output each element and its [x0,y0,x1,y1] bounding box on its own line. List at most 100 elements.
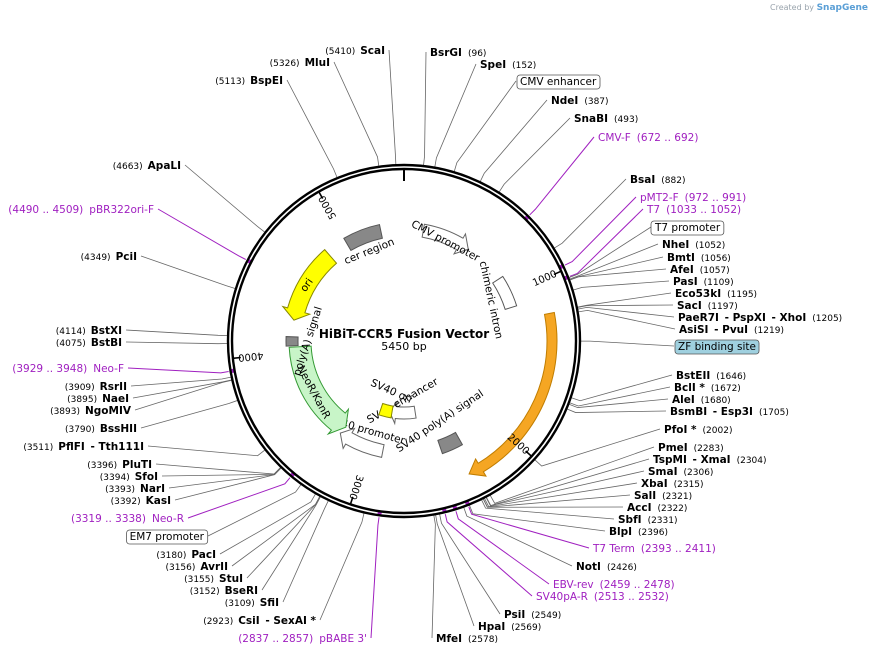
site-name-text: PfoI * [664,424,697,436]
label-zf: ZF binding site [678,341,756,353]
label-site: (3396)PluTI [87,459,152,471]
leader-line [434,63,477,168]
leader-line [572,280,670,291]
leader-line [483,482,638,508]
label-site: (3909)RsrII [65,381,127,393]
label-site: BsmBI - Esp3I(1705) [670,406,789,418]
primer-mark [442,508,447,512]
primer-mark [464,501,470,505]
snapgene-logo: SnapGene [816,3,868,13]
label-site: TspMI - XmaI(2304) [653,454,767,466]
site-name-text: - [710,324,722,336]
label-primer: pMT2-F(972 .. 991) [640,192,746,204]
site-name-text: BstBI [91,337,122,349]
site-name-text: NaeI [102,393,129,405]
label-boxed: CMV enhancer [520,76,597,88]
primer-text: (672 .. 692) [637,132,699,144]
leader-line [431,514,436,639]
primer-text: Neo-R [152,513,184,525]
feature-arc [468,311,558,477]
site-name-text: AleI [672,394,695,406]
label-site: (5113)BspEI [215,75,283,87]
label-site: (3156)AvrII [165,561,228,573]
label-site: (3790)BssHII [65,423,137,435]
leader-line [569,208,644,277]
site-name-text: MluI [305,57,330,69]
feature-arc [492,275,518,311]
site-pos-text: (2396) [638,528,668,538]
site-name-text: XmaI [701,454,731,466]
leader-line [127,367,229,374]
site-name-text: SexAI * [273,615,316,627]
primer-mark [377,511,382,515]
leader-line [147,445,266,457]
site-pos-text: (3155) [184,575,214,585]
tick-label: 1000 [531,269,559,289]
tick-mark [349,496,354,505]
label-site: (4114)BstXI [56,325,122,337]
site-pos-text: (3180) [156,551,186,561]
site-pos-text: (3790) [65,425,95,435]
leader-line [455,511,550,585]
feature-ori: ori [281,248,338,321]
label-site: (3152)BseRI [190,585,258,597]
site-pos-text: (2549) [531,611,561,621]
site-name-text: PmeI [658,442,688,454]
site-name-text: XbaI [641,478,668,490]
leader-line [568,386,671,407]
leader-line [157,208,246,260]
site-name-text: XhoI [780,312,807,324]
site-pos-text: (3152) [190,587,220,597]
site-pos-text: (2426) [607,563,637,573]
primer-mark [524,215,530,221]
leader-line [207,483,302,537]
label-site: (3895)NaeI [67,393,129,405]
leader-line [468,504,606,532]
label-site: (4075)BstBI [56,337,122,349]
primer-text: pBABE 3' [319,633,367,645]
label-site: (3394)SfoI [100,471,158,483]
label-site: (3155)StuI [184,573,243,585]
leader-line [463,506,573,567]
leader-line [174,467,282,501]
tick-mark [318,191,324,199]
leader-line [568,243,659,280]
label-site: (5410)ScaI [325,45,385,57]
site-name-text: SnaBI [574,113,608,125]
site-pos-text: (2304) [737,456,767,466]
label-site: AleI(1680) [672,394,731,406]
label-primer: (3929 .. 3948)Neo-F [12,363,124,375]
label-site: SalI(2321) [634,490,692,502]
feature-arc [343,223,383,252]
leader-line [319,512,365,621]
leader-line [439,513,501,615]
leader-line [568,226,652,279]
primer-text: (972 .. 991) [685,192,747,204]
primer-text: Neo-F [93,363,124,375]
site-name-text: PflFI [58,441,85,453]
primer-mark [290,472,295,477]
feature-cer-region: cer region [343,223,396,267]
site-name-text: SacI [677,300,702,312]
leader-line [161,466,282,477]
site-name-text: BlpI [609,526,632,538]
label-primer: (3319 .. 3338) Neo-R [71,513,184,525]
site-name-text: - [721,312,733,324]
leader-line [370,517,380,639]
site-name-text: Tth111I [99,441,144,453]
site-name-text: RsrII [100,381,127,393]
label-site: HpaI(2569) [478,621,541,633]
site-pos-text: (4114) [56,327,86,337]
primer-text: SV40pA-R [536,591,588,603]
feature-arc [281,248,338,321]
feature-arc [378,402,394,419]
primer-text: (3319 .. 3338) [71,513,146,525]
site-pos-text: (882) [661,176,685,186]
feature-arc [437,431,464,455]
site-name-text: PacI [191,549,216,561]
tick-label: 5000 [317,193,339,221]
leader-line [577,309,676,330]
site-name-text: PsiI [504,609,525,621]
leader-line [132,379,233,399]
